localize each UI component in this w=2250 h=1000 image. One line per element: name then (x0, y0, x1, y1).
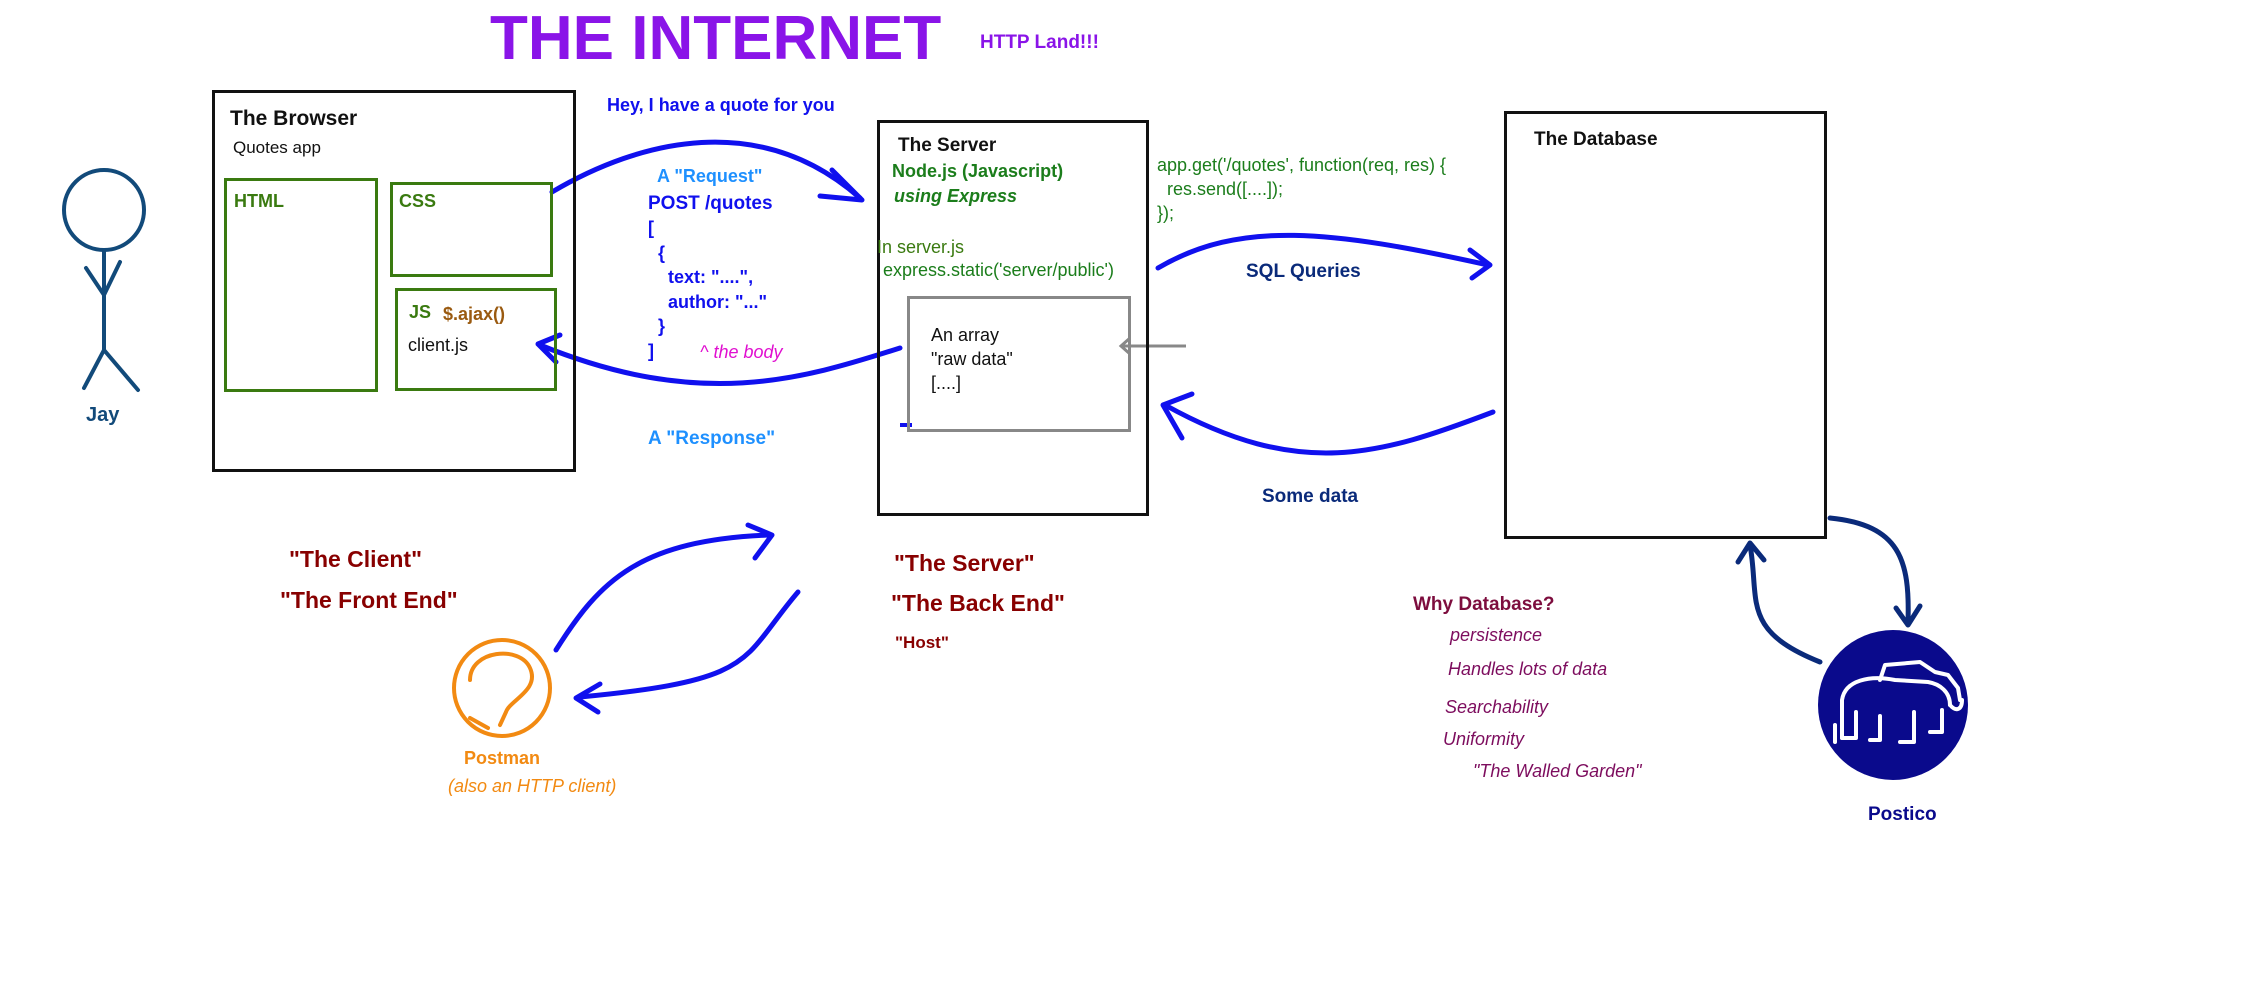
html-label: HTML (234, 191, 284, 211)
postman-logo-icon (452, 638, 552, 738)
front-end-label: "The Front End" (280, 587, 458, 613)
css-label: CSS (399, 191, 437, 211)
array-line: [....] (931, 373, 962, 393)
server-tech: Node.js (Javascript) (892, 161, 1064, 181)
database-box (1504, 111, 1827, 539)
database-title: The Database (1534, 129, 1658, 150)
request-body-line: { (648, 242, 666, 263)
html-box (224, 178, 378, 392)
some-data-arrow (1160, 391, 1496, 456)
array-text: An array "raw data" [....] (931, 326, 1013, 398)
js-label: JS (409, 302, 432, 322)
server-static-line: express.static('server/public') (883, 260, 1114, 280)
postman-request-arrow (553, 522, 775, 653)
server-file-note: In server.js (877, 237, 965, 257)
request-body-line: } (648, 316, 666, 336)
request-body-note: ^ the body (700, 342, 783, 362)
request-body-line: ] (648, 340, 654, 361)
css-box (390, 182, 553, 277)
client-label: "The Client" (289, 546, 422, 572)
array-pointer (1118, 336, 1186, 356)
js-box (395, 288, 557, 391)
request-body-line: author: "..." (648, 291, 768, 312)
array-line: "raw data" (931, 349, 1013, 369)
browser-box (212, 90, 576, 472)
request-caption: Hey, I have a quote for you (607, 95, 835, 115)
ajax-label: $.ajax() (443, 304, 506, 324)
user-label: Jay (86, 404, 120, 426)
server-code-line: app.get('/quotes', function(req, res) { (1157, 155, 1447, 175)
browser-title: The Browser (230, 107, 358, 130)
request-label: A "Request" (657, 166, 763, 186)
server-title: The Server (898, 135, 997, 156)
reason-searchability: Searchability (1445, 697, 1549, 717)
array-line: An array (931, 325, 1000, 345)
page-subtitle: HTTP Land!!! (980, 32, 1099, 53)
back-end-label: "The Back End" (891, 590, 1065, 616)
sql-queries-arrow (1155, 232, 1493, 281)
server-code: app.get('/quotes', function(req, res) { … (1157, 156, 1446, 228)
postico-arrow-to-db (1735, 540, 1823, 665)
postman-note: (also an HTTP client) (448, 776, 617, 796)
reason-walled-garden: "The Walled Garden" (1473, 761, 1642, 781)
reason-uniformity: Uniformity (1443, 729, 1525, 749)
host-label: "Host" (895, 633, 949, 652)
request-body-line: [ (648, 218, 654, 238)
request-method: POST /quotes (648, 193, 773, 214)
request-body-line: text: "....", (648, 267, 754, 287)
request-body: [ { text: "....", author: "..." } ] (648, 219, 767, 366)
jay-stick-figure (62, 168, 146, 392)
server-framework: using Express (894, 186, 1018, 206)
array-box (907, 296, 1131, 432)
reason-persistence: persistence (1450, 625, 1543, 645)
some-data-label: Some data (1262, 486, 1359, 507)
db-arrow-to-postico (1827, 515, 1923, 628)
page-title: THE INTERNET (490, 4, 942, 73)
postico-label: Postico (1868, 804, 1937, 825)
why-database-title: Why Database? (1413, 594, 1555, 615)
request-arrow (549, 139, 865, 203)
reason-handles-data: Handles lots of data (1448, 659, 1608, 679)
server-box (877, 120, 1149, 516)
postico-logo-icon (1818, 630, 1968, 780)
response-arrow (535, 332, 903, 387)
server-role-label: "The Server" (894, 550, 1035, 576)
browser-app-name: Quotes app (233, 138, 321, 157)
sql-queries-label: SQL Queries (1246, 261, 1361, 282)
response-label: A "Response" (648, 428, 776, 449)
server-code-line: }); (1157, 203, 1175, 223)
postman-response-arrow (573, 589, 801, 715)
server-code-line: res.send([....]); (1157, 179, 1284, 199)
js-filename: client.js (408, 335, 469, 355)
postman-label: Postman (464, 748, 541, 768)
